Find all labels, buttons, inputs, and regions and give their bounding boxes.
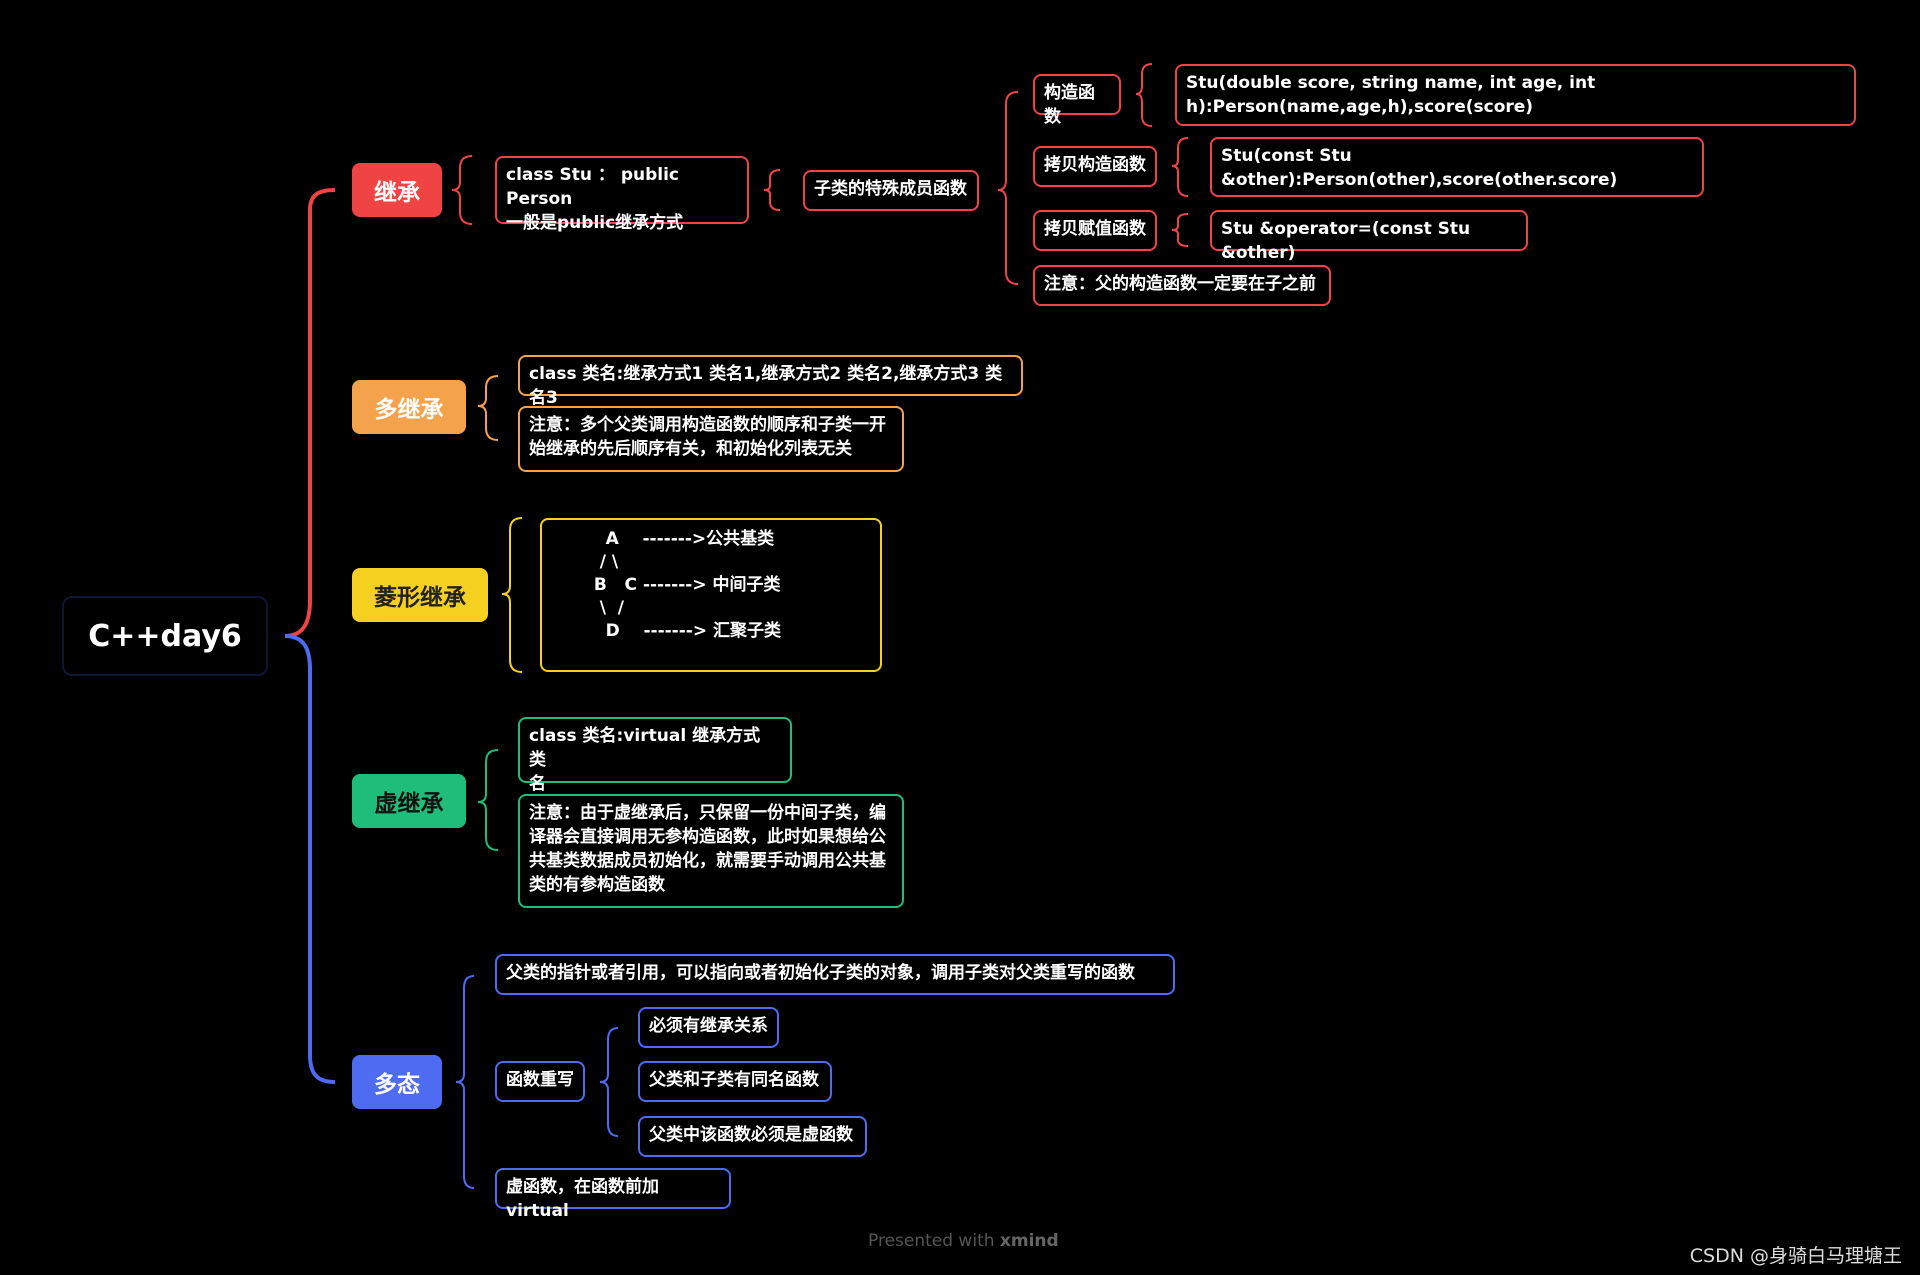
topic-polymorphism[interactable]: 多态 <box>352 1055 442 1109</box>
override-label[interactable]: 函数重写 <box>495 1061 585 1102</box>
topic-diamond-inheritance[interactable]: 菱形继承 <box>352 568 488 622</box>
constructor-code[interactable]: Stu(double score, string name, int age, … <box>1175 64 1856 126</box>
watermark: CSDN @身骑白马理塘王 <box>1689 1245 1902 1267</box>
topic-virtual-inheritance[interactable]: 虚继承 <box>352 774 466 828</box>
polymorphism-pointer[interactable]: 父类的指针或者引用，可以指向或者初始化子类的对象，调用子类对父类重写的函数 <box>495 954 1175 995</box>
xmind-brand: xmind <box>999 1231 1059 1251</box>
copy-assign-label[interactable]: 拷贝赋值函数 <box>1033 210 1157 251</box>
topic-multiple-inheritance[interactable]: 多继承 <box>352 380 466 434</box>
multiple-note[interactable]: 注意：多个父类调用构造函数的顺序和子类一开 始继承的先后顺序有关，和初始化列表无… <box>518 406 904 472</box>
override-item[interactable]: 父类中该函数必须是虚函数 <box>638 1116 867 1157</box>
copy-constructor-label[interactable]: 拷贝构造函数 <box>1033 146 1157 187</box>
virtual-note[interactable]: 注意：由于虚继承后，只保留一份中间子类，编 译器会直接调用无参构造函数，此时如果… <box>518 794 904 908</box>
footer-presented-with: Presented with xmind <box>868 1231 1059 1251</box>
root-node[interactable]: C++day6 <box>62 596 268 676</box>
diamond-diagram[interactable]: A ------->公共基类 / \ B C -------> 中间子类 \ /… <box>540 518 882 672</box>
copy-assign-code[interactable]: Stu &operator=(const Stu &other) <box>1210 210 1528 263</box>
constructor-label[interactable]: 构造函数 <box>1033 74 1121 127</box>
virtual-function-note[interactable]: 虚函数，在函数前加virtual <box>495 1168 731 1221</box>
inheritance-note[interactable]: 注意：父的构造函数一定要在子之前 <box>1033 265 1331 306</box>
virtual-syntax[interactable]: class 类名:virtual 继承方式 类 名 <box>518 717 792 794</box>
topic-inheritance[interactable]: 继承 <box>352 163 442 217</box>
override-item[interactable]: 必须有继承关系 <box>638 1007 779 1048</box>
special-member-functions[interactable]: 子类的特殊成员函数 <box>803 170 979 211</box>
multiple-syntax[interactable]: class 类名:继承方式1 类名1,继承方式2 类名2,继承方式3 类名3 <box>518 355 1023 408</box>
copy-constructor-code[interactable]: Stu(const Stu &other):Person(other),scor… <box>1210 137 1704 197</box>
inheritance-syntax[interactable]: class Stu ： public Person 一般是public继承方式 <box>495 156 749 233</box>
override-item[interactable]: 父类和子类有同名函数 <box>638 1061 832 1102</box>
